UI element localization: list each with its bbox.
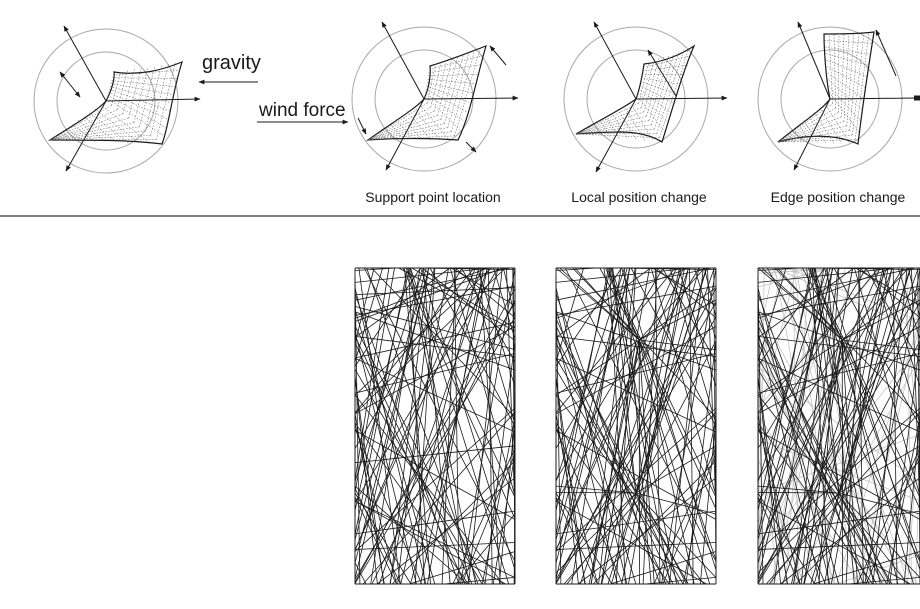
gravity-label-group: gravity [199, 52, 261, 82]
cable-line [556, 395, 704, 584]
cable-line [601, 340, 639, 584]
cable-line [624, 268, 651, 584]
mesh-line [441, 56, 458, 120]
cable-line [758, 395, 908, 584]
mesh-line [50, 127, 140, 140]
mesh-line [134, 67, 148, 123]
mesh-line [426, 89, 467, 112]
diagram-base [34, 26, 200, 173]
cable-line [842, 288, 920, 340]
membrane-surface [778, 32, 874, 144]
mesh-line [852, 32, 864, 135]
mesh-line [612, 113, 628, 139]
mesh-line [407, 111, 431, 140]
membrane-outline [50, 62, 182, 144]
mesh-line [778, 113, 838, 143]
mesh-line [643, 56, 691, 68]
cable-line [355, 288, 426, 584]
cable-line [777, 268, 842, 340]
diagram-local-position-change: Local position change [564, 22, 727, 205]
mesh-line [826, 60, 867, 77]
double-arrow [60, 72, 80, 97]
cable-line [355, 268, 395, 492]
axis-arrow [382, 22, 424, 99]
caption-support-point-location: Support point location [365, 189, 500, 205]
mesh-line [429, 65, 481, 73]
mesh-line [455, 48, 481, 136]
mesh-line [100, 105, 150, 144]
mesh-line [128, 68, 141, 118]
cable-line [575, 268, 639, 340]
deflection-arrow [490, 46, 506, 65]
membrane-mesh [50, 63, 180, 144]
caption-local-position-change: Local position change [571, 189, 707, 205]
mesh-line [834, 34, 836, 108]
mesh-line [396, 120, 413, 141]
gravity-label: gravity [202, 52, 261, 74]
mesh-line [451, 50, 475, 132]
panel-edge-position-change [758, 268, 920, 584]
diagram-support-point-location: Support point location [352, 22, 518, 205]
panel-support-point-location [355, 268, 515, 584]
mesh-line [600, 120, 610, 137]
axis-end-marker [914, 96, 920, 101]
mesh-line [606, 117, 619, 139]
mesh-line [841, 33, 844, 117]
mesh-line [649, 55, 669, 121]
mesh-line [368, 115, 438, 140]
mesh-line [576, 103, 639, 134]
cable-line [355, 395, 503, 584]
mesh-line [850, 33, 859, 131]
mesh-line [814, 112, 834, 143]
mesh-line [576, 129, 654, 134]
mesh-line [847, 33, 854, 126]
membrane-outline [368, 46, 486, 140]
mesh-line [624, 106, 645, 140]
cable-line [556, 268, 630, 563]
deflection-arrow [358, 118, 366, 134]
cable-line [636, 493, 716, 578]
wind-force-label-group: wind force [257, 100, 348, 122]
mesh-line [108, 92, 168, 119]
deflection-arrow [876, 30, 896, 76]
caption-edge-position-change: Edge position change [771, 189, 906, 205]
axis-arrow [830, 98, 916, 99]
mesh-line [827, 67, 866, 89]
cable-line [556, 288, 627, 584]
mesh-line [89, 113, 128, 143]
cable-line [489, 268, 493, 584]
wind-force-label: wind force [258, 100, 346, 121]
axis-arrow [596, 99, 636, 172]
mesh-line [95, 109, 140, 143]
axis-arrow [594, 22, 636, 99]
diagram-edge-position-change: Edge position change [758, 22, 920, 205]
mesh-line [427, 83, 472, 94]
cable-line [423, 268, 450, 584]
mesh-line [641, 78, 681, 84]
cable-line [636, 493, 679, 584]
membrane-surface [368, 46, 486, 140]
mesh-line [448, 52, 469, 128]
axis-arrow [636, 98, 727, 99]
axis-arrow [64, 26, 106, 101]
panel-local-position-change [556, 268, 716, 584]
mesh-line [368, 103, 427, 140]
axis-arrow [424, 98, 518, 99]
mesh-line [426, 86, 469, 103]
membrane-surface [50, 62, 182, 144]
mesh-line [804, 121, 818, 144]
cable-line [639, 288, 716, 340]
deflection-arrow [466, 142, 476, 152]
